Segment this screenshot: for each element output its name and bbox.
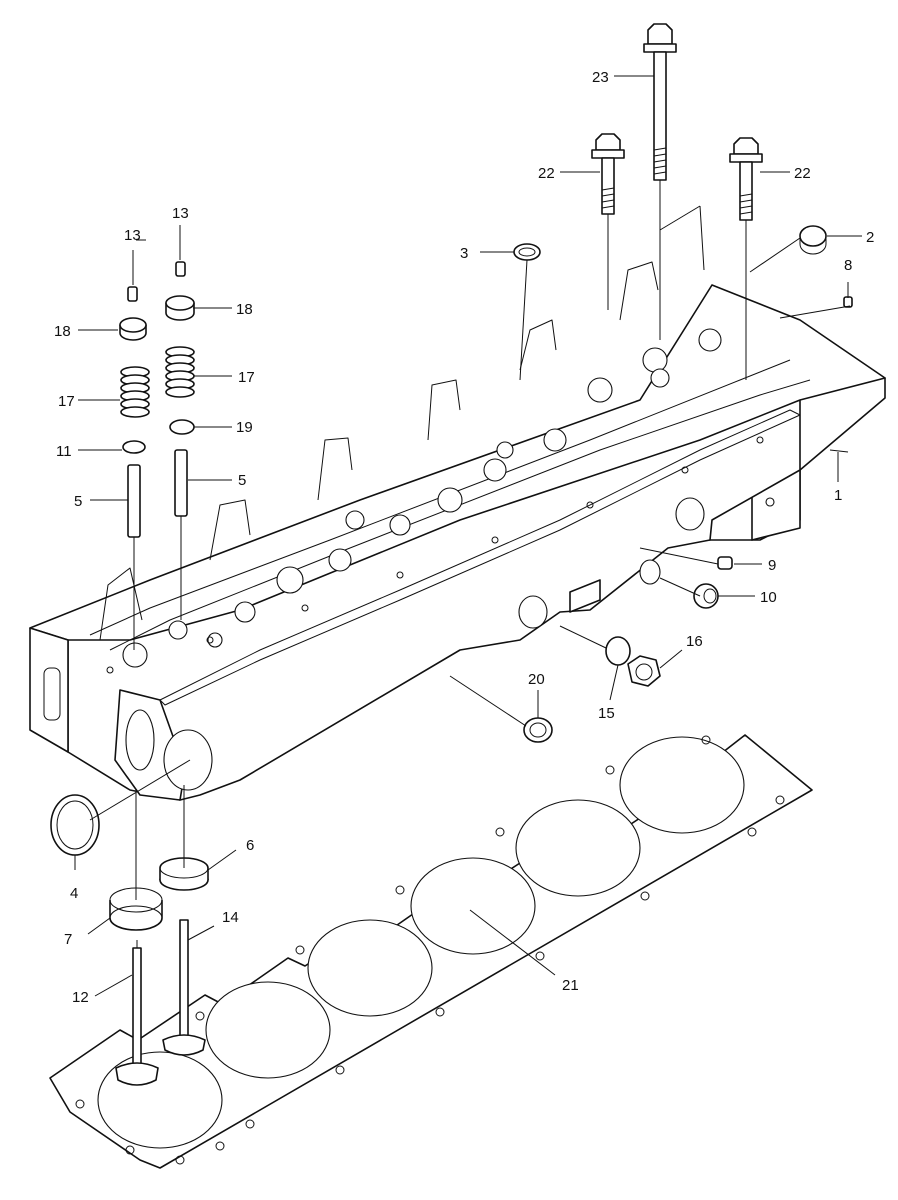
part-washer-15 bbox=[605, 636, 631, 666]
callout-6: 6 bbox=[246, 837, 254, 854]
part-plug-2 bbox=[799, 225, 827, 255]
cylinder-head bbox=[29, 261, 886, 801]
callout-17: 17 bbox=[58, 393, 75, 410]
head-gasket bbox=[49, 734, 813, 1169]
callout-11: 11 bbox=[56, 443, 72, 460]
callout-16: 16 bbox=[686, 633, 703, 650]
part-bolt-23 bbox=[643, 23, 677, 181]
callout-10: 10 bbox=[760, 589, 777, 606]
callout-1: 1 bbox=[834, 487, 842, 504]
callout-21: 21 bbox=[562, 977, 579, 994]
part-seat-insert-6 bbox=[159, 857, 209, 891]
part-bolt-22-right bbox=[729, 137, 763, 221]
callout-5b: 5 bbox=[238, 472, 246, 489]
callout-13b: 13 bbox=[172, 205, 189, 222]
callout-18b: 18 bbox=[236, 301, 253, 318]
callout-13: 13 bbox=[124, 227, 141, 244]
part-sleeve-20 bbox=[523, 717, 553, 743]
valve-stack-right bbox=[165, 261, 195, 517]
callout-22b: 22 bbox=[794, 165, 811, 182]
part-valve-14 bbox=[162, 919, 206, 1056]
part-bolt-22-left bbox=[591, 133, 625, 215]
callout-23: 23 bbox=[592, 69, 609, 86]
valve-stack-left bbox=[119, 286, 150, 538]
callout-4: 4 bbox=[70, 885, 78, 902]
callout-17b: 17 bbox=[238, 369, 255, 386]
part-seal-ring-3 bbox=[513, 243, 541, 261]
leader-lines bbox=[74, 75, 862, 997]
callout-labels: 1 2 3 4 5 5 6 7 8 9 10 11 12 13 13 14 15… bbox=[54, 69, 874, 1006]
callout-3: 3 bbox=[460, 245, 468, 262]
callout-9: 9 bbox=[768, 557, 776, 574]
part-plug-9 bbox=[717, 556, 733, 570]
callout-7: 7 bbox=[64, 931, 72, 948]
part-ring-4 bbox=[50, 794, 100, 856]
callout-15: 15 bbox=[598, 705, 615, 722]
callout-18: 18 bbox=[54, 323, 71, 340]
callout-22: 22 bbox=[538, 165, 555, 182]
callout-20: 20 bbox=[528, 671, 545, 688]
part-plug-10 bbox=[693, 583, 719, 609]
callout-2: 2 bbox=[866, 229, 874, 246]
callout-8: 8 bbox=[844, 257, 852, 274]
part-plug-bolt-16 bbox=[627, 655, 661, 687]
callout-14: 14 bbox=[222, 909, 239, 926]
callout-5: 5 bbox=[74, 493, 82, 510]
callout-12: 12 bbox=[72, 989, 89, 1006]
part-plug-8 bbox=[843, 296, 853, 308]
callout-19: 19 bbox=[236, 419, 253, 436]
